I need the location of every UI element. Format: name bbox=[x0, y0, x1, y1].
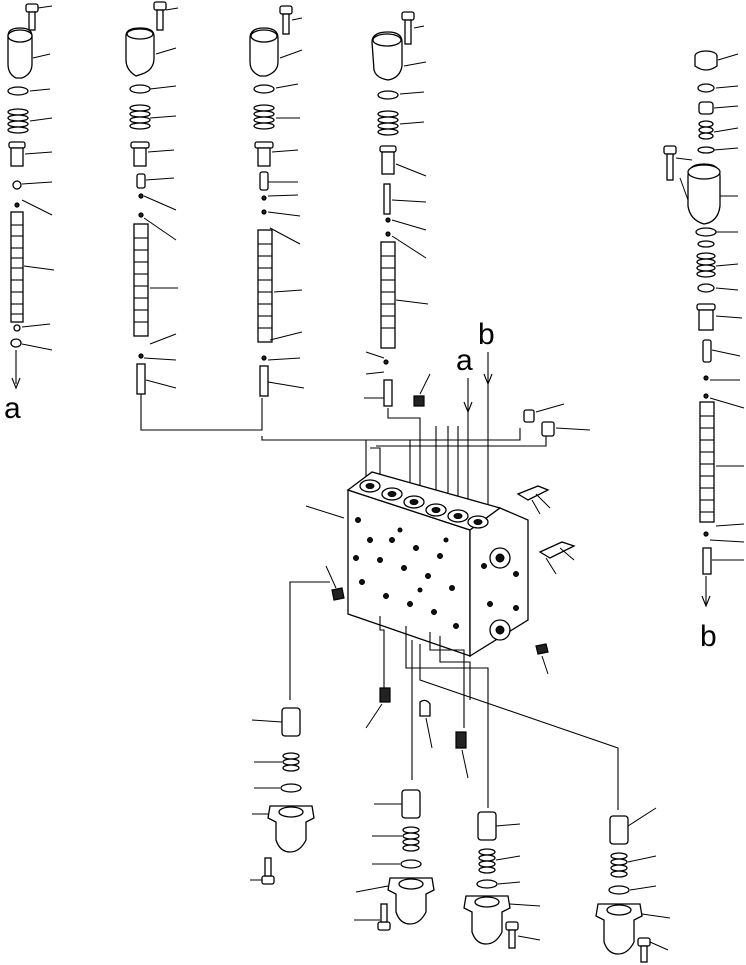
reference-label-a-right: a bbox=[456, 344, 473, 377]
spring bbox=[696, 252, 739, 278]
pin bbox=[383, 183, 391, 215]
assembly-lines-bottom bbox=[289, 581, 619, 810]
bolt bbox=[505, 921, 541, 949]
bolt bbox=[250, 857, 275, 885]
spool bbox=[133, 223, 178, 337]
o-ring bbox=[129, 84, 151, 94]
plug-bottom-1 bbox=[365, 687, 391, 729]
spool bbox=[257, 229, 303, 343]
retainer bbox=[379, 145, 427, 177]
plug-right bbox=[535, 643, 549, 675]
plug-right-top bbox=[523, 403, 591, 437]
spool-cap bbox=[371, 31, 427, 81]
plug bbox=[383, 379, 393, 407]
bolt bbox=[354, 903, 391, 931]
relief-valve-assembly-2 bbox=[354, 789, 435, 931]
spool-cap bbox=[125, 27, 177, 77]
plug-small bbox=[413, 373, 431, 407]
bolt bbox=[153, 1, 179, 31]
valve-body bbox=[305, 471, 529, 658]
reference-label-a-left: a bbox=[4, 392, 21, 425]
bolt bbox=[279, 5, 303, 35]
plug-bottom-3 bbox=[455, 731, 469, 779]
pin bbox=[702, 339, 741, 363]
spring bbox=[253, 104, 300, 130]
spool-assembly-5 bbox=[663, 50, 745, 608]
bolt bbox=[401, 11, 425, 45]
side-plug-upper bbox=[516, 485, 551, 515]
relief-valve-assembly-4 bbox=[595, 807, 671, 963]
spring bbox=[129, 104, 177, 130]
spool bbox=[380, 241, 429, 349]
retainer bbox=[130, 141, 175, 167]
spool-cap bbox=[7, 27, 51, 79]
plug bbox=[259, 365, 269, 397]
spool-cap bbox=[249, 27, 303, 77]
bolt bbox=[25, 3, 53, 31]
relief-valve-assembly-1 bbox=[250, 707, 315, 885]
spring bbox=[7, 108, 53, 134]
plug-bottom-2 bbox=[419, 699, 433, 749]
spool-assembly-1 bbox=[7, 3, 55, 390]
cap bbox=[694, 50, 739, 71]
spool-assembly-4 bbox=[364, 11, 429, 407]
relief-valve-assembly-3 bbox=[463, 811, 541, 949]
plug bbox=[136, 363, 146, 395]
bolt bbox=[637, 937, 669, 963]
spool bbox=[699, 401, 744, 523]
o-ring bbox=[7, 86, 29, 96]
retainer bbox=[696, 303, 743, 331]
arrow-a bbox=[463, 378, 473, 414]
retainer bbox=[8, 141, 53, 167]
retainer bbox=[254, 141, 299, 167]
spool-cap bbox=[679, 163, 738, 225]
washer bbox=[12, 180, 22, 190]
spring bbox=[377, 110, 425, 136]
spool bbox=[10, 211, 55, 323]
spool-assembly-2 bbox=[125, 1, 179, 395]
o-ring bbox=[377, 90, 399, 100]
pin bbox=[259, 171, 298, 191]
reference-label-b-top: b bbox=[478, 318, 495, 351]
bolt bbox=[663, 145, 693, 181]
arrow-b bbox=[483, 352, 493, 386]
side-plug-lower bbox=[538, 541, 576, 575]
plug-left bbox=[325, 565, 345, 601]
o-ring bbox=[253, 84, 275, 94]
spool-assembly-3 bbox=[249, 5, 305, 397]
reference-label-b-bottom: b bbox=[700, 620, 717, 653]
plug bbox=[702, 547, 712, 575]
pin bbox=[136, 173, 175, 189]
